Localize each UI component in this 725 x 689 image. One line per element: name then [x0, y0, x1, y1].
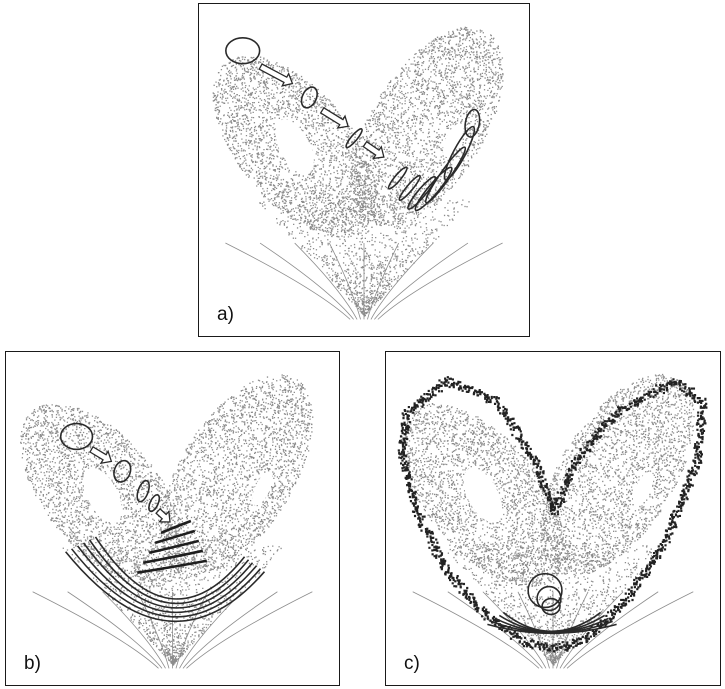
attractor-cloud [213, 27, 504, 316]
panel-label-a: a) [217, 304, 234, 326]
panel-b: b) [5, 351, 340, 686]
cusp-trajectory [103, 592, 166, 669]
evolution-arrow [321, 108, 348, 128]
panel-a: a) [198, 3, 530, 337]
attractor-plot-b [6, 352, 339, 685]
panel-label-c: c) [404, 653, 420, 675]
cusp-trajectory [225, 243, 350, 319]
cusp-trajectory [378, 243, 503, 319]
evolution-arrow [90, 447, 111, 463]
attractor-cloud [401, 374, 695, 664]
panel-c: c) [385, 351, 721, 686]
attractor-plot-a [199, 4, 529, 336]
evolution-arrow [363, 142, 384, 159]
attractor-plot-c [386, 352, 720, 685]
cusp-trajectory [374, 243, 468, 319]
cusp-trajectory [186, 592, 312, 669]
panel-label-b: b) [24, 653, 41, 675]
